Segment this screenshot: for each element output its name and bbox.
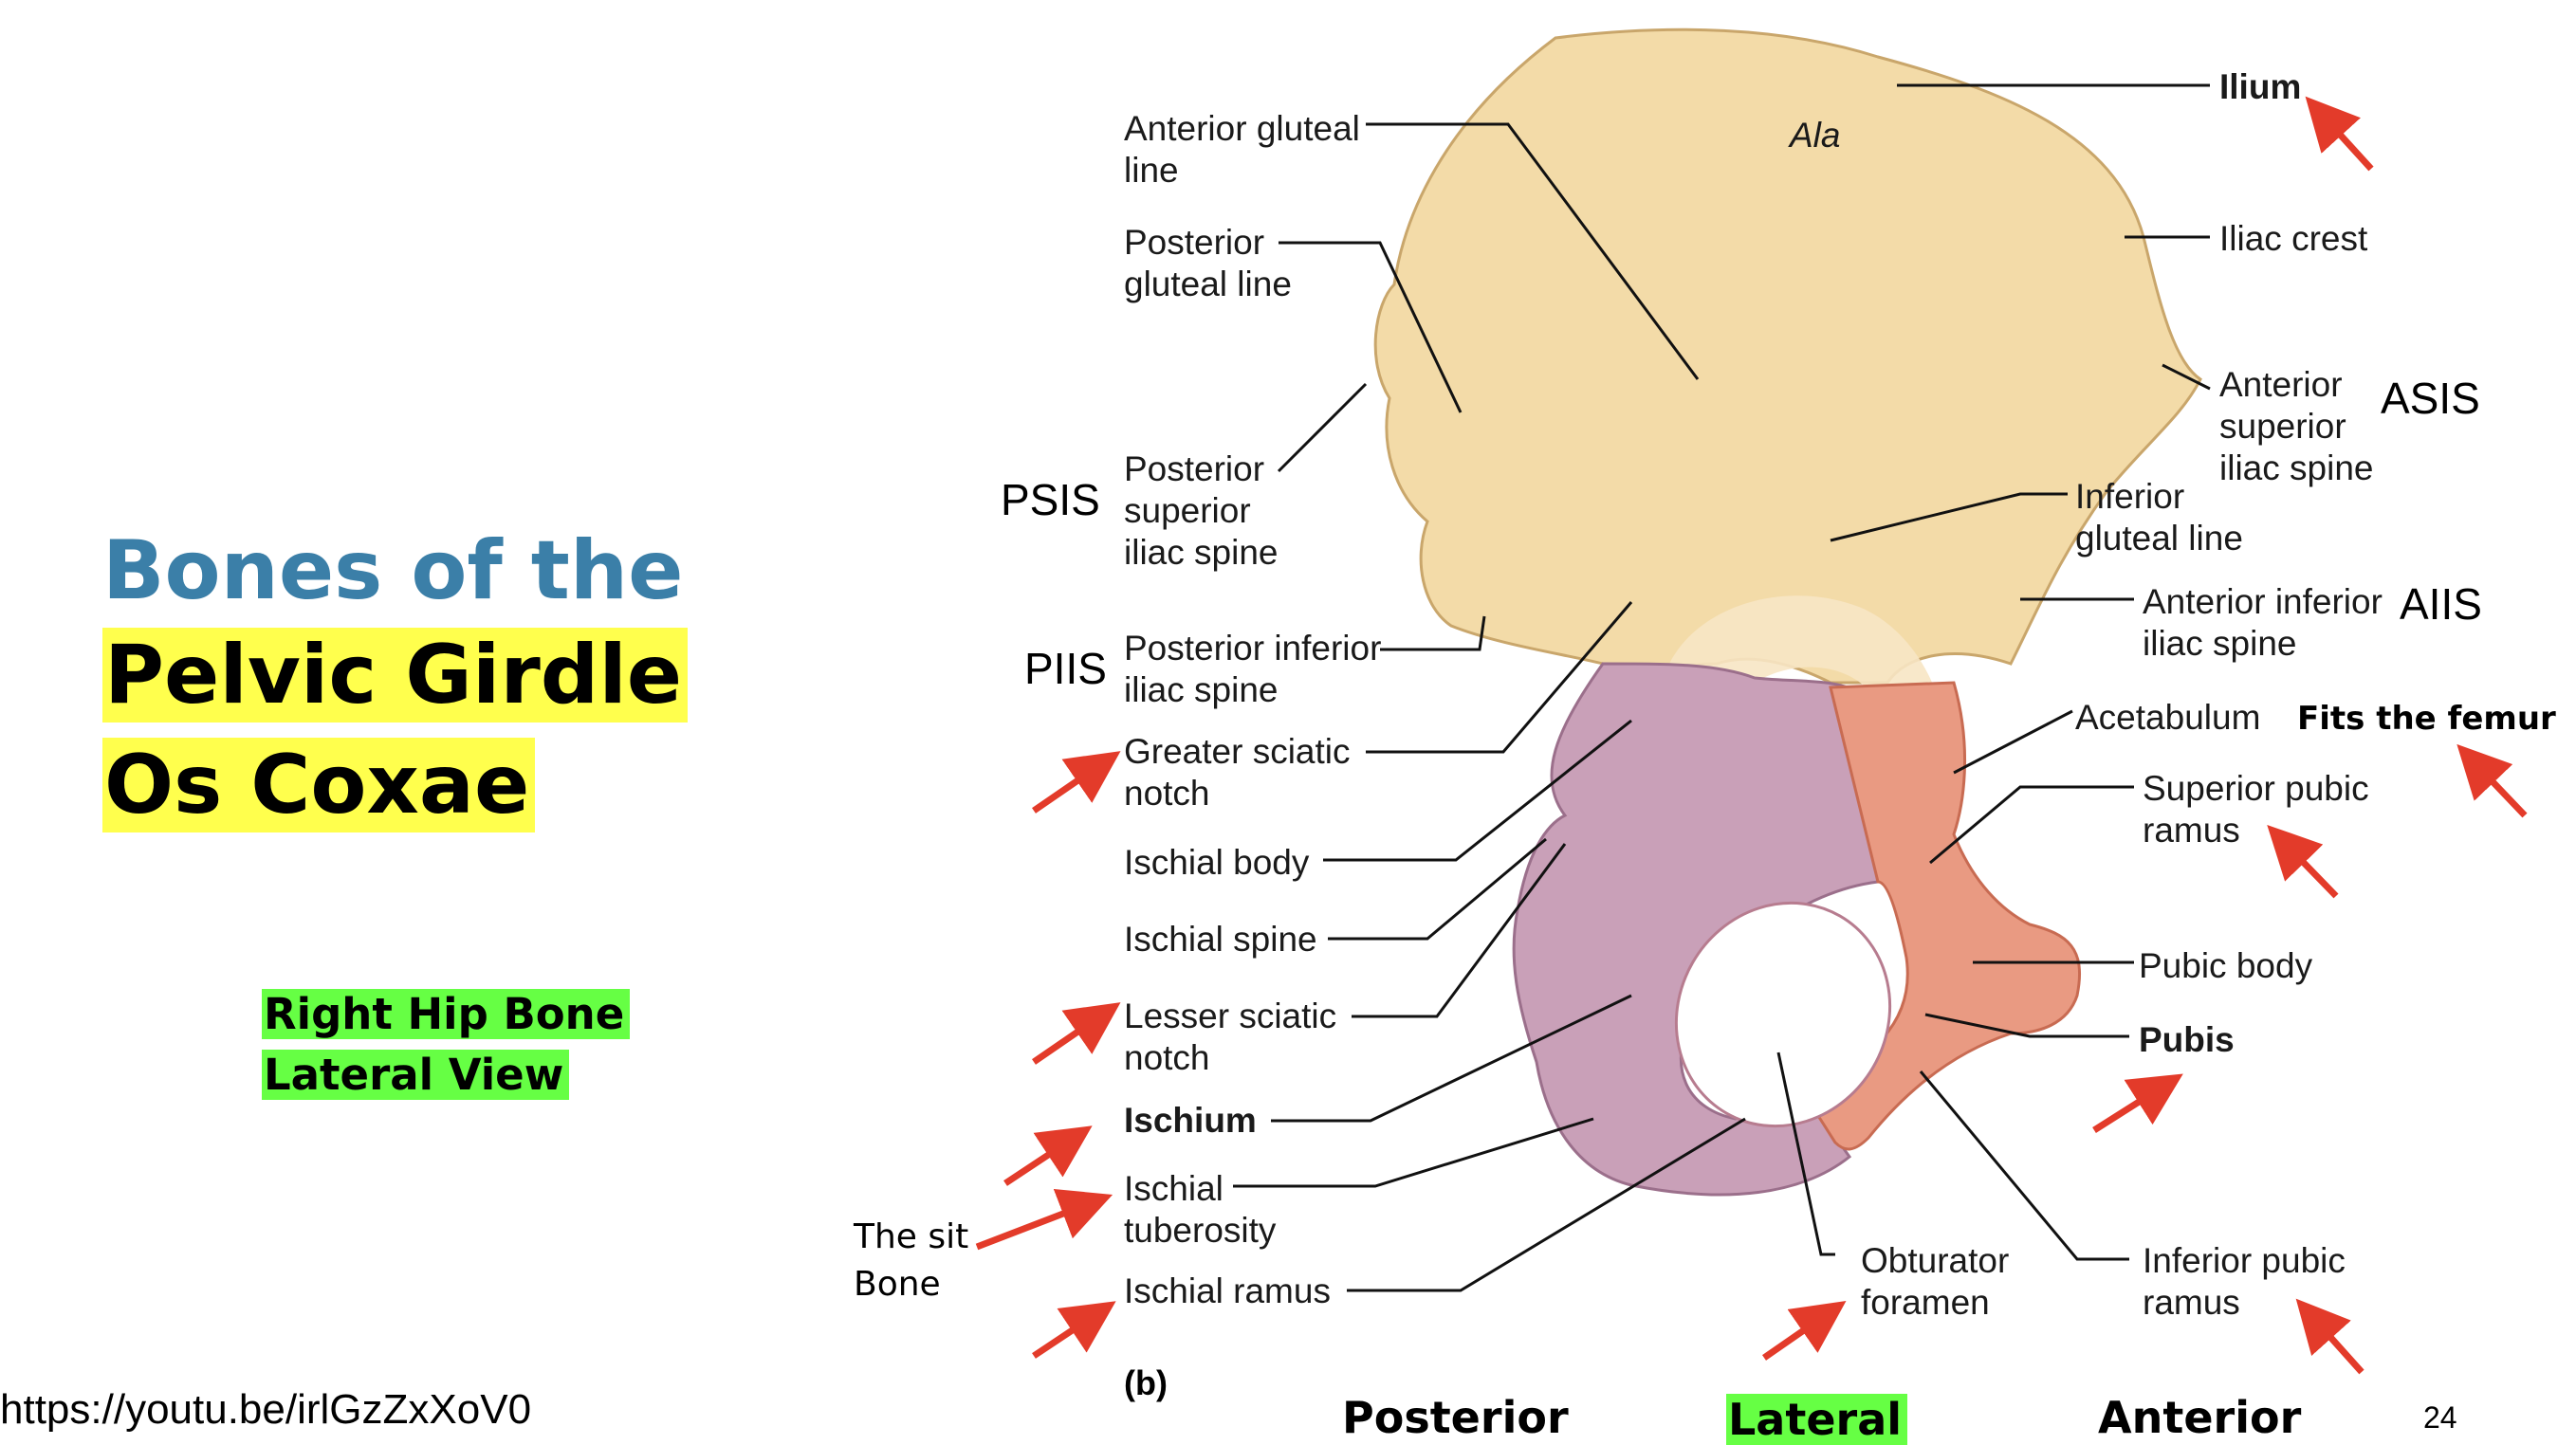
title-line-3-text: Os Coxae bbox=[102, 738, 536, 832]
figure-letter: (b) bbox=[1124, 1363, 1168, 1402]
subtitle-line-1-text: Right Hip Bone bbox=[262, 989, 631, 1039]
annotation-psis: PSIS bbox=[1001, 475, 1100, 524]
obturator-foramen-hole bbox=[1674, 901, 1892, 1128]
title-line-3: Os Coxae bbox=[102, 734, 536, 836]
subtitle-line-2-text: Lateral View bbox=[262, 1050, 570, 1100]
video-link[interactable]: https://youtu.be/irlGzZxXoV0 bbox=[0, 1386, 532, 1433]
subtitle-line-2: Lateral View bbox=[262, 1045, 570, 1106]
label-pubis: Pubis bbox=[2139, 1020, 2235, 1059]
ilium-region bbox=[1373, 27, 2202, 685]
page-number: 24 bbox=[2423, 1400, 2457, 1435]
label-ischial-body: Ischial body bbox=[1124, 843, 1310, 882]
direction-lateral: Lateral bbox=[1726, 1394, 1908, 1445]
label-ischial-spine: Ischial spine bbox=[1124, 920, 1317, 959]
direction-anterior: Anterior bbox=[2098, 1392, 2302, 1443]
label-ilium: Ilium bbox=[2219, 67, 2302, 106]
label-iliac-crest: Iliac crest bbox=[2219, 219, 2368, 258]
annotation-fits-femur: Fits the femur bbox=[2297, 700, 2556, 738]
subtitle-line-1: Right Hip Bone bbox=[262, 984, 631, 1045]
ischium-region bbox=[1512, 662, 1880, 1197]
label-ischial-ramus: Ischial ramus bbox=[1124, 1271, 1331, 1310]
label-acetabulum: Acetabulum bbox=[2075, 698, 2261, 737]
title-line-2: Pelvic Girdle bbox=[102, 624, 689, 726]
annotation-asis: ASIS bbox=[2381, 374, 2480, 423]
label-ala: Ala bbox=[1790, 116, 1841, 155]
label-ischium: Ischium bbox=[1124, 1101, 1257, 1140]
annotation-piis: PIIS bbox=[1024, 644, 1107, 693]
title-line-1: Bones of the bbox=[102, 523, 684, 618]
label-pubic-body: Pubic body bbox=[2139, 946, 2313, 985]
direction-posterior: Posterior bbox=[1342, 1392, 1569, 1443]
direction-lateral-text: Lateral bbox=[1726, 1394, 1908, 1445]
title-line-2-text: Pelvic Girdle bbox=[102, 628, 689, 722]
annotation-aiis: AIIS bbox=[2400, 579, 2482, 629]
